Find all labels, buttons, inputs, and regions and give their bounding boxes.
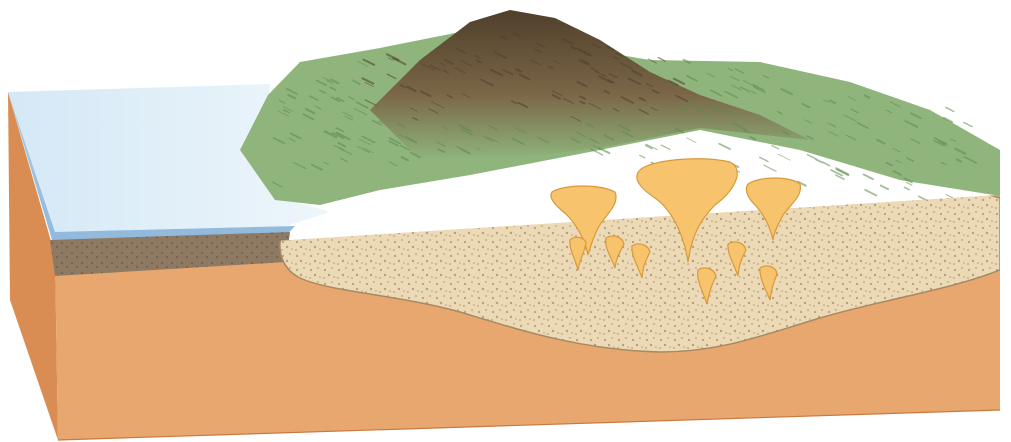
texture-stroke <box>823 162 830 165</box>
texture-stroke <box>904 187 909 189</box>
texture-stroke <box>661 145 670 150</box>
texture-stroke <box>964 123 972 127</box>
texture-stroke <box>760 157 768 161</box>
texture-stroke <box>778 154 790 160</box>
texture-stroke <box>816 160 822 163</box>
texture-stroke <box>764 165 776 171</box>
texture-stroke <box>719 144 730 149</box>
texture-stroke <box>864 175 873 180</box>
texture-stroke <box>946 108 954 112</box>
texture-stroke <box>640 155 645 158</box>
texture-stroke <box>687 138 696 143</box>
texture-stroke <box>865 190 876 196</box>
texture-stroke <box>808 155 816 159</box>
texture-stroke <box>772 146 779 149</box>
texture-stroke <box>881 186 888 190</box>
